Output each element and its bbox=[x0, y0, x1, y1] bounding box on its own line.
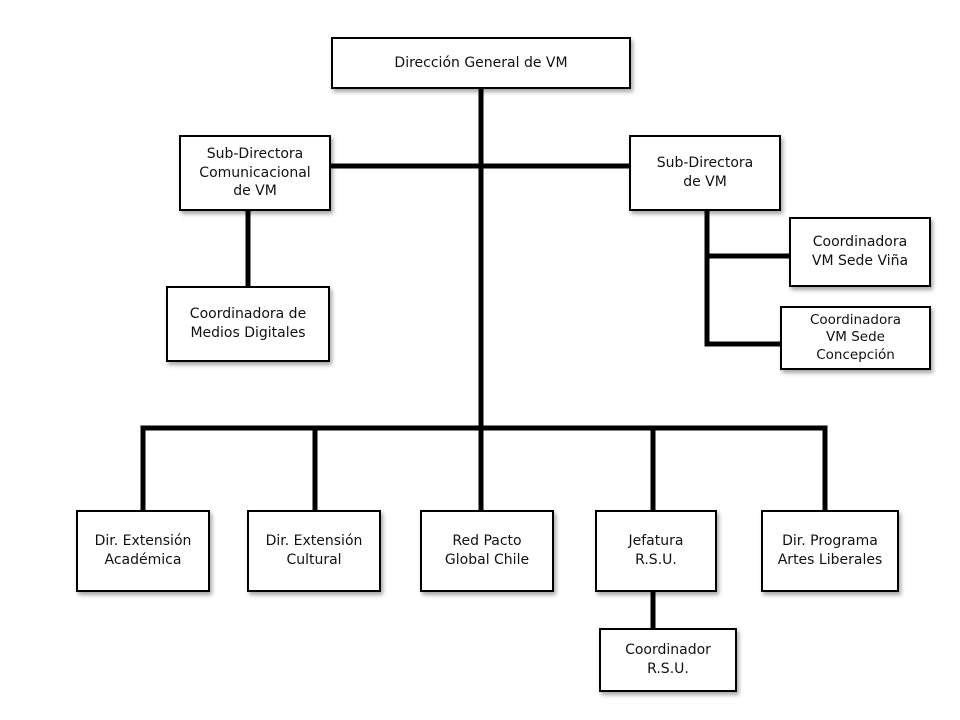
sub-directora-vm-box: Sub-Directora de VM bbox=[629, 135, 781, 211]
coordinadora-medios-digitales-box: Coordinadora de Medios Digitales bbox=[166, 286, 330, 362]
dir-extension-academica-box: Dir. Extensión Académica bbox=[76, 510, 210, 592]
director-general-box: Dirección General de VM bbox=[331, 37, 631, 89]
coordinadora-sede-vina-box: Coordinadora VM Sede Viña bbox=[789, 217, 931, 287]
dir-extension-cultural-box: Dir. Extensión Cultural bbox=[247, 510, 381, 592]
dir-programa-artes-liberales-box: Dir. Programa Artes Liberales bbox=[761, 510, 899, 592]
sub-directora-comunicacional-box: Sub-Directora Comunicacional de VM bbox=[179, 135, 331, 211]
red-pacto-global-box: Red Pacto Global Chile bbox=[420, 510, 554, 592]
coordinadora-sede-concepcion-box: Coordinadora VM Sede Concepción bbox=[780, 306, 931, 370]
jefatura-rsu-box: Jefatura R.S.U. bbox=[595, 510, 717, 592]
coordinador-rsu-box: Coordinador R.S.U. bbox=[599, 628, 737, 692]
